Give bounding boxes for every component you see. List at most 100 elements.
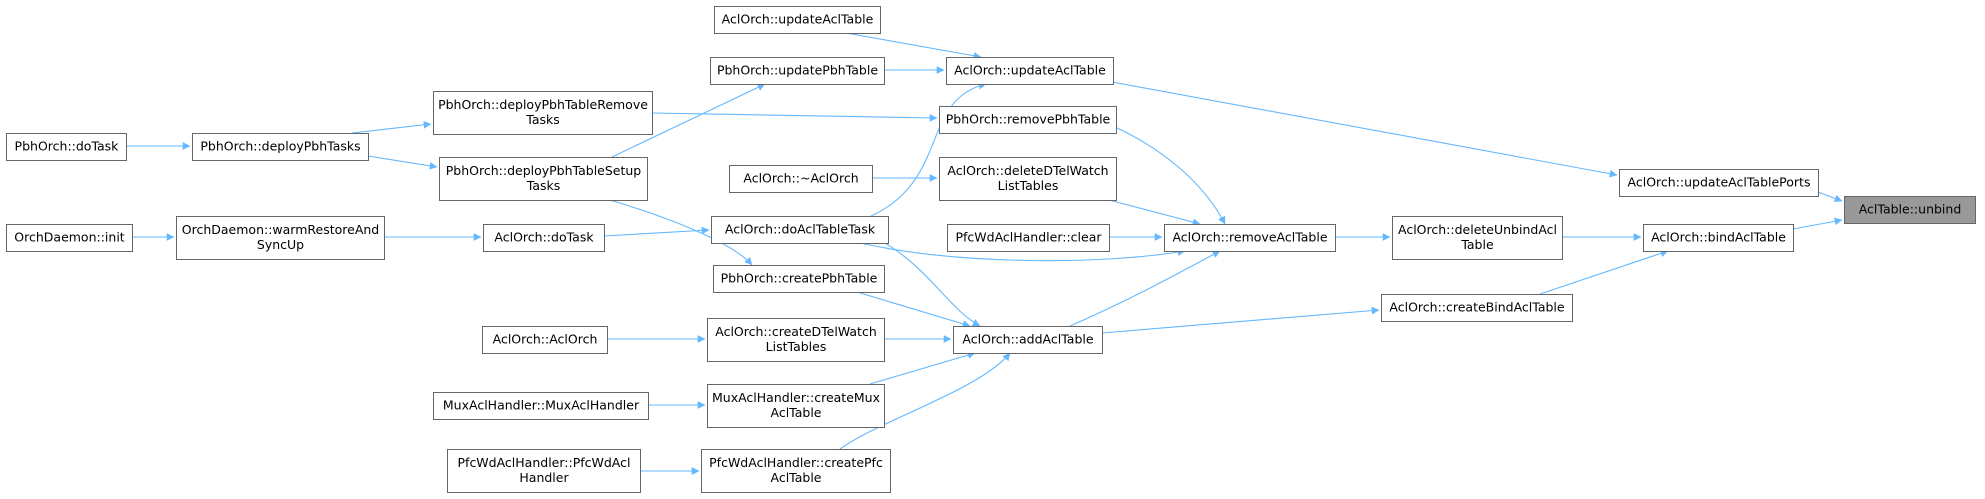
node-box[interactable]	[729, 165, 873, 193]
edge-AclOrch_bindAclTable-to-AclTable_unbind	[1792, 217, 1843, 230]
node-box[interactable]	[1381, 294, 1573, 322]
node-box[interactable]	[1619, 169, 1819, 197]
edge-PbhOrch_deployPbhTableRemoveTasks-to-PbhOrch_removePbhTable	[651, 112, 938, 122]
node-AclOrch_updateAclTablePorts[interactable]: AclOrch::updateAclTablePorts	[1619, 169, 1819, 197]
node-box[interactable]	[1643, 224, 1794, 252]
node-OrchDaemon_init[interactable]: OrchDaemon::init	[6, 224, 133, 252]
node-AclOrch_addAclTable[interactable]: AclOrch::addAclTable	[953, 326, 1103, 354]
node-AclOrch_AclOrch[interactable]: AclOrch::AclOrch	[482, 326, 608, 354]
node-label: AclTable::unbind	[1859, 202, 1962, 217]
node-PbhOrch_updatePbhTable[interactable]: PbhOrch::updatePbhTable	[710, 57, 885, 85]
node-label: Table	[1460, 237, 1494, 252]
node-label: AclOrch::doAclTableTask	[725, 222, 876, 237]
node-label: Tasks	[525, 112, 560, 127]
edge-PbhOrch_removePbhTable-to-AclOrch_removeAclTable	[1114, 126, 1226, 225]
node-box[interactable]	[707, 318, 885, 362]
node-box[interactable]	[176, 216, 385, 260]
node-box[interactable]	[713, 265, 885, 293]
edge-PbhOrch_deployPbhTableSetupTasks-to-PbhOrch_updatePbhTable	[611, 83, 766, 158]
node-label: AclOrch::updateAclTable	[954, 63, 1106, 78]
edge-PbhOrch_createPbhTable-to-AclOrch_addAclTable	[856, 291, 971, 328]
node-label: AclOrch::deleteDTelWatch	[947, 163, 1108, 178]
edges-layer	[126, 32, 1843, 475]
node-box[interactable]	[946, 57, 1114, 85]
node-box[interactable]	[1392, 216, 1563, 260]
node-box[interactable]	[6, 133, 127, 161]
node-label: AclTable	[770, 405, 821, 420]
edge-PbhOrch_deployPbhTasks-to-PbhOrch_deployPbhTableSetupTasks	[367, 155, 438, 170]
node-box[interactable]	[953, 326, 1103, 354]
node-box[interactable]	[433, 392, 649, 420]
edge-PfcWdAclHandler_createPfcAclTable-to-AclOrch_addAclTable	[839, 352, 1011, 450]
node-box[interactable]	[433, 91, 653, 135]
node-PbhOrch_deployPbhTasks[interactable]: PbhOrch::deployPbhTasks	[192, 133, 369, 161]
node-box[interactable]	[6, 224, 133, 252]
node-AclOrch_bindAclTable[interactable]: AclOrch::bindAclTable	[1643, 224, 1794, 252]
node-box[interactable]	[939, 157, 1117, 201]
node-label: OrchDaemon::init	[14, 230, 125, 245]
edge-AclOrch_updateAclTable_top-to-AclOrch_updateAclTable_mid	[845, 32, 982, 60]
node-PfcWdAclHandler_clear[interactable]: PfcWdAclHandler::clear	[947, 224, 1110, 252]
node-AclOrch_removeAclTable[interactable]: AclOrch::removeAclTable	[1164, 224, 1336, 252]
node-box[interactable]	[192, 133, 369, 161]
edge-AclOrch_doAclTableTask-to-AclOrch_updateAclTable_mid	[870, 81, 987, 217]
edge-AclOrch_addAclTable-to-AclOrch_createBindAclTable	[1101, 306, 1380, 334]
node-box[interactable]	[710, 57, 885, 85]
node-AclTable_unbind[interactable]: AclTable::unbind	[1844, 196, 1976, 224]
node-label: PfcWdAclHandler::clear	[955, 230, 1102, 245]
node-box[interactable]	[939, 106, 1117, 134]
node-label: AclOrch::createBindAclTable	[1389, 300, 1564, 315]
node-box[interactable]	[701, 449, 891, 493]
node-label: AclOrch::bindAclTable	[1651, 230, 1786, 245]
node-label: OrchDaemon::warmRestoreAnd	[182, 222, 379, 237]
node-box[interactable]	[483, 224, 605, 252]
node-label: Tasks	[526, 178, 561, 193]
node-box[interactable]	[439, 157, 648, 201]
node-label: PbhOrch::createPbhTable	[721, 271, 878, 286]
nodes-layer: AclTable::unbindAclOrch::updateAclTableP…	[6, 6, 1976, 493]
node-AclOrch_doTask[interactable]: AclOrch::doTask	[483, 224, 605, 252]
node-box[interactable]	[714, 6, 881, 34]
edge-AclOrch_addAclTable-to-AclOrch_removeAclTable	[1069, 250, 1221, 327]
node-AclOrch_doAclTableTask[interactable]: AclOrch::doAclTableTask	[711, 216, 889, 244]
edge-AclOrch_doAclTableTask-to-AclOrch_addAclTable	[884, 242, 981, 327]
node-PbhOrch_createPbhTable[interactable]: PbhOrch::createPbhTable	[713, 265, 885, 293]
edge-PbhOrch_deployPbhTableSetupTasks-to-PbhOrch_createPbhTable	[609, 199, 753, 266]
node-label: MuxAclHandler::MuxAclHandler	[443, 398, 640, 413]
node-AclOrch_updateAclTable_mid[interactable]: AclOrch::updateAclTable	[946, 57, 1114, 85]
node-box[interactable]	[1164, 224, 1336, 252]
node-AclOrch_createBindAclTable[interactable]: AclOrch::createBindAclTable	[1381, 294, 1573, 322]
edge-PbhOrch_deployPbhTasks-to-PbhOrch_deployPbhTableRemoveTasks	[351, 121, 432, 134]
node-label: ListTables	[998, 178, 1059, 193]
node-box[interactable]	[482, 326, 608, 354]
node-label: PbhOrch::updatePbhTable	[717, 63, 878, 78]
edge-AclOrch_doTask-to-AclOrch_doAclTableTask	[603, 226, 710, 237]
node-PfcWdAclHandler_PfcWdAclHandler[interactable]: PfcWdAclHandler::PfcWdAclHandler	[447, 449, 641, 493]
node-box[interactable]	[711, 216, 889, 244]
node-label: AclOrch::removeAclTable	[1172, 230, 1327, 245]
node-box[interactable]	[947, 224, 1110, 252]
node-label: AclOrch::createDTelWatch	[715, 324, 877, 339]
node-box[interactable]	[447, 449, 641, 493]
node-label: AclOrch::updateAclTablePorts	[1628, 175, 1811, 190]
node-label: AclOrch::deleteUnbindAcl	[1398, 222, 1557, 237]
node-box[interactable]	[1844, 196, 1976, 224]
node-PbhOrch_doTask[interactable]: PbhOrch::doTask	[6, 133, 127, 161]
node-box[interactable]	[707, 384, 885, 428]
node-MuxAclHandler_MuxAclHandler[interactable]: MuxAclHandler::MuxAclHandler	[433, 392, 649, 420]
node-AclOrch_updateAclTable_top[interactable]: AclOrch::updateAclTable	[714, 6, 881, 34]
node-label: PbhOrch::deployPbhTableRemove	[438, 97, 648, 112]
edge-AclOrch_createBindAclTable-to-AclOrch_bindAclTable	[1539, 249, 1669, 295]
node-AclOrch_destructor[interactable]: AclOrch::~AclOrch	[729, 165, 873, 193]
node-PbhOrch_removePbhTable[interactable]: PbhOrch::removePbhTable	[939, 106, 1117, 134]
node-label: AclOrch::~AclOrch	[743, 171, 858, 186]
node-label: PbhOrch::deployPbhTasks	[200, 139, 360, 154]
